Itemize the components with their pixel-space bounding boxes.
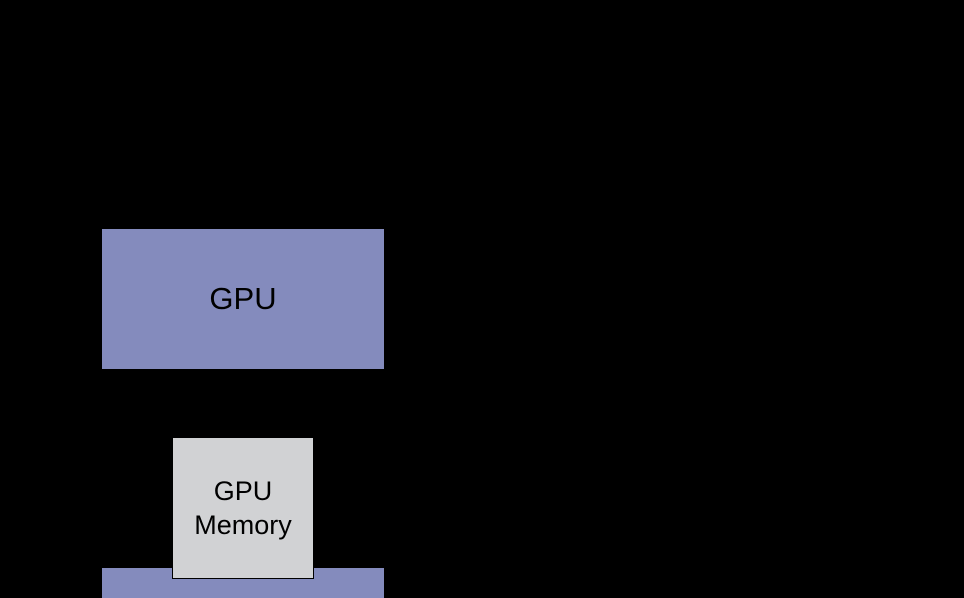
gpu-memory-label-line2: Memory <box>194 510 292 540</box>
gpu-memory-label-line1: GPU <box>213 476 273 506</box>
gpu-box: GPU <box>102 229 384 369</box>
gpu-memory-box: GPU Memory <box>172 437 314 579</box>
gpu-label: GPU <box>209 281 277 316</box>
